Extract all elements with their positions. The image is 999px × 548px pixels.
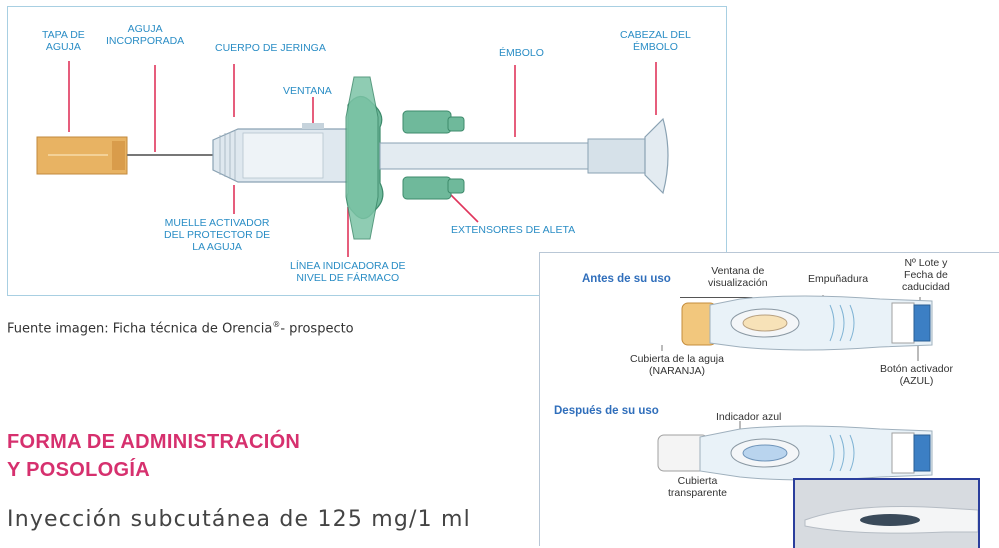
heading-line-1: FORMA DE ADMINISTRACIÓN [7, 431, 301, 453]
label-barrel: CUERPO DE JERINGA [215, 42, 326, 54]
flange-extender-shapes [402, 110, 465, 200]
registered-mark: ® [272, 320, 281, 329]
heading-line-2: Y POSOLOGÍA [7, 459, 150, 481]
label-plunger: ÉMBOLO [499, 47, 544, 59]
plunger-head-shape [644, 117, 669, 195]
caption-suffix: - prospecto [280, 321, 354, 337]
pen-diagram-panel: Antes de su uso Después de su uso [539, 252, 999, 548]
section-heading: FORMA DE ADMINISTRACIÓN Y POSOLOGÍA [7, 428, 300, 484]
label-blue-indicator: Indicador azul [716, 411, 782, 423]
section-body-text: Inyección subcutánea de 125 mg/1 ml [7, 507, 471, 532]
pen-photo-inset [793, 478, 980, 548]
label-needle-cover: Cubierta de la aguja(NARANJA) [630, 353, 724, 377]
leader-lines [68, 61, 657, 257]
needle-cap-shape [36, 136, 128, 175]
syringe-illustration [36, 61, 669, 257]
after-use-title: Después de su uso [554, 405, 659, 417]
pen-illustration [657, 295, 933, 481]
pen-after-shape [657, 421, 933, 481]
label-activation-button: Botón activador(AZUL) [880, 363, 953, 387]
label-flange-extenders: EXTENSORES DE ALETA [451, 224, 576, 236]
image-source-caption: Fuente imagen: Ficha técnica de Orencia®… [7, 320, 354, 336]
label-grip: Empuñadura [808, 273, 869, 285]
pen-photo-illustration [795, 480, 978, 548]
pen-before-shape [661, 295, 933, 361]
syringe-barrel-shape [212, 123, 354, 183]
caption-text: Fuente imagen: Ficha técnica de Orencia [7, 321, 273, 337]
plunger-rod-shape [379, 138, 646, 174]
before-use-title: Antes de su uso [582, 273, 671, 285]
label-window: VENTANA [283, 85, 332, 97]
